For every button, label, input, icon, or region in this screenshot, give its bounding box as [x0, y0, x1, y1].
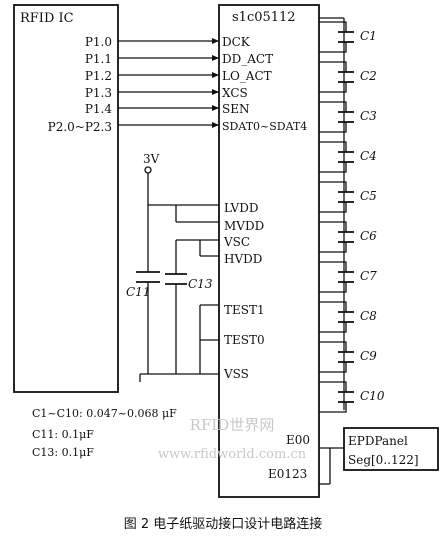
capacitor-c3: C3 [319, 101, 377, 133]
pin-lvdd: LVDD [224, 201, 258, 215]
pin-mvdd: MVDD [224, 219, 264, 233]
pin-xcs: XCS [222, 86, 248, 100]
pin-e00: E00 [286, 433, 310, 447]
cap-label-c3: C3 [360, 109, 377, 123]
capacitor-c6: C6 [319, 221, 377, 253]
capacitor-c10: C10 [319, 381, 385, 413]
note-c1-c10: C1~C10: 0.047~0.068 μF [32, 407, 177, 420]
left-capacitor-plates [136, 271, 187, 285]
capacitor-c1: C1 [319, 21, 377, 53]
output-wires [319, 447, 344, 485]
cap-c13-label: C13 [188, 277, 213, 291]
cap-label-c9: C9 [360, 349, 377, 363]
capacitor-c8: C8 [319, 301, 377, 333]
epd-panel-name: EPDPanel [348, 434, 408, 448]
figure-caption: 图 2 电子纸驱动接口设计电路连接 [124, 516, 323, 532]
rfid-pin-p11: P1.1 [85, 52, 112, 66]
rfid-pin-p14: P1.4 [85, 102, 113, 116]
epd-panel-seg: Seg[0..122] [348, 453, 419, 467]
rfid-pin-p10: P1.0 [85, 35, 112, 49]
rfid-pin-p13: P1.3 [85, 86, 112, 100]
cap-label-c1: C1 [360, 29, 377, 43]
capacitor-c5: C5 [319, 181, 377, 213]
capacitor-c7: C7 [319, 261, 377, 293]
bus-arrows [212, 38, 219, 128]
pin-hvdd: HVDD [224, 252, 262, 266]
rfid-ic-block [13, 4, 119, 393]
cap-label-c8: C8 [360, 309, 377, 323]
pin-sdat: SDAT0~SDAT4 [222, 120, 307, 133]
watermark-line1: RFID世界网 [190, 416, 275, 434]
driver-ic-title: s1c05112 [232, 10, 296, 25]
pin-vss: VSS [223, 367, 249, 381]
pin-e0123: E0123 [268, 467, 307, 481]
pin-sen: SEN [222, 102, 249, 116]
pin-test0: TEST0 [224, 333, 265, 347]
note-c13: C13: 0.1μF [32, 446, 94, 459]
bus-wires [118, 40, 219, 126]
pin-lo-act: LO_ACT [222, 69, 272, 83]
supply-terminal [144, 166, 152, 174]
driver-ic-block [218, 4, 320, 498]
driver-bus-pin-labels: DCK DD_ACT LO_ACT XCS SEN SDAT0~SDAT4 [222, 35, 307, 133]
capacitor-c4: C4 [319, 141, 377, 173]
cap-label-c7: C7 [360, 269, 377, 283]
capacitor-c9: C9 [319, 341, 377, 373]
note-c11: C11: 0.1μF [32, 428, 94, 441]
capacitor-c2: C2 [319, 61, 377, 93]
pin-vsc: VSC [223, 235, 250, 249]
cap-label-c2: C2 [360, 69, 377, 83]
epd-panel-block [343, 427, 439, 471]
pin-test1: TEST1 [224, 303, 265, 317]
cap-label-c10: C10 [360, 389, 385, 403]
cap-label-c6: C6 [360, 229, 377, 243]
rfid-pin-p12: P1.2 [85, 69, 112, 83]
rfid-pin-p20-p23: P2.0~P2.3 [48, 120, 112, 134]
pin-dd-act: DD_ACT [222, 52, 273, 66]
cap-label-c5: C5 [360, 189, 377, 203]
power-wires [139, 173, 219, 382]
driver-power-pin-labels: LVDD MVDD VSC HVDD TEST1 TEST0 VSS [223, 201, 265, 381]
watermark-line2: www.rfidworld.com.cn [158, 447, 307, 462]
cap-label-c4: C4 [360, 149, 377, 163]
rfid-ic-title: RFID IC [20, 11, 74, 26]
right-capacitor-ladder [319, 17, 345, 410]
pin-dck: DCK [222, 35, 251, 49]
supply-label: 3V [143, 152, 160, 166]
cap-c11-label: C11 [126, 285, 150, 299]
